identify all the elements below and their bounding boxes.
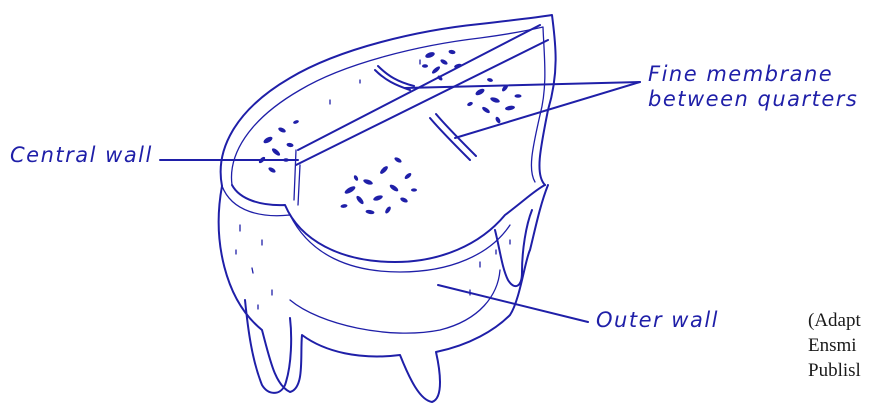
citation-text: (Adapt Ensmi Publisl: [808, 308, 861, 383]
label-fine-membrane-line2: between quarters: [648, 87, 858, 112]
kernel-texture-left: [258, 119, 300, 173]
label-central-wall: Central wall: [10, 143, 153, 168]
kernel-texture-front: [340, 156, 417, 214]
front-rim: [232, 185, 545, 262]
label-outer-wall: Outer wall: [596, 308, 719, 333]
leader-outer-wall: [438, 285, 588, 322]
membrane-lower: [430, 114, 476, 160]
leader-membrane-upper: [405, 82, 640, 88]
citation-line1: (Adapt: [808, 308, 861, 333]
label-fine-membrane: Fine membrane between quarters: [648, 62, 858, 112]
front-bulge: [290, 270, 500, 333]
outer-shell-outline: [219, 185, 548, 402]
membrane-upper: [375, 66, 414, 90]
central-wall-bottom: [296, 40, 548, 165]
citation-line3: Publisl: [808, 358, 861, 383]
central-wall-front: [294, 150, 300, 205]
label-fine-membrane-line1: Fine membrane: [648, 62, 858, 87]
shell-stipple: [236, 60, 510, 309]
citation-line2: Ensmi: [808, 333, 861, 358]
top-rim-inner: [232, 27, 545, 185]
left-leg: [245, 300, 291, 393]
